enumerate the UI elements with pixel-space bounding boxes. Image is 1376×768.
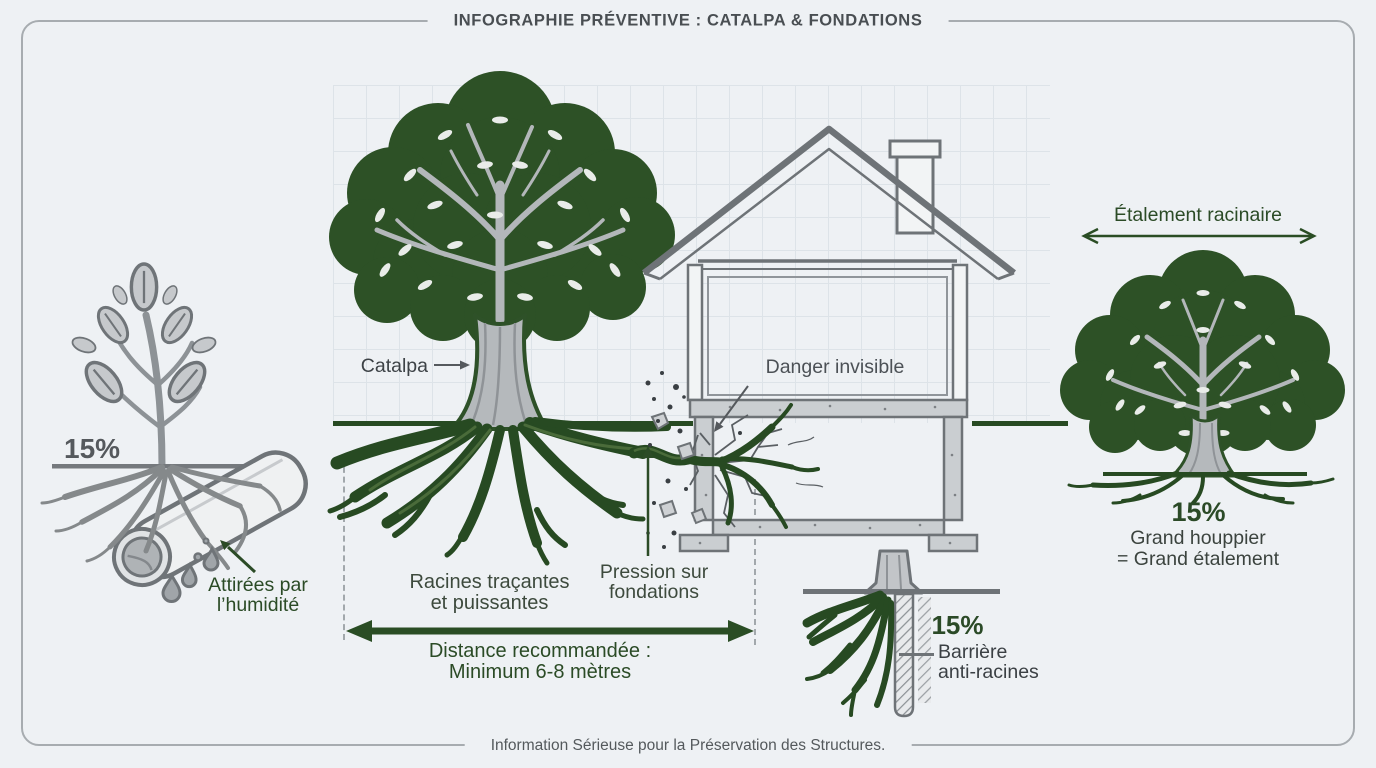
barrier-connector-line — [899, 653, 934, 656]
distance-arrow — [346, 620, 754, 642]
catalpa-tree-illustration — [327, 71, 675, 566]
spread-leaves — [1105, 290, 1300, 436]
spread-trunk — [1171, 413, 1237, 478]
wall-right — [951, 263, 969, 402]
page-footer: Information Sérieuse pour la Préservatio… — [464, 737, 912, 755]
ground-line-sapling — [52, 464, 280, 469]
water-pipe-icon — [112, 450, 308, 587]
spread-percent: 15% — [1171, 497, 1226, 527]
debris — [650, 411, 708, 525]
wall-left — [686, 263, 704, 402]
catalpa-label: Catalpa — [360, 355, 428, 377]
danger-pointer-arrow — [714, 385, 749, 432]
spread-tree-illustration — [1060, 250, 1345, 505]
catalpa-roots — [327, 417, 671, 566]
catalpa-pointer-arrow — [434, 360, 470, 370]
spread-label: Grand houppier = Grand étalement — [1116, 527, 1280, 571]
pressure-label: Pression sur fondations — [599, 561, 709, 604]
pressure-arrow — [642, 446, 654, 556]
page-title: INFOGRAPHIE PRÉVENTIVE : CATALPA & FONDA… — [427, 11, 949, 31]
deflected-roots — [802, 590, 895, 717]
foundation — [678, 398, 979, 553]
barrier-percent: 15% — [931, 610, 984, 640]
roots-label: Racines traçantes et puissantes — [409, 571, 570, 614]
barrier-strip-2 — [918, 597, 931, 703]
sapling-roots — [40, 464, 282, 570]
moisture-roots-illustration — [40, 262, 308, 603]
trunk-stub — [863, 549, 924, 595]
ground-line-right — [972, 421, 1068, 426]
root-spread-title: Étalement racinaire — [1114, 204, 1282, 226]
house-illustration — [628, 125, 1016, 553]
roof — [642, 125, 1016, 281]
moisture-label: Attirées par l’humidité — [208, 574, 308, 617]
catalpa-leaves — [374, 116, 631, 301]
moisture-arrow-icon — [220, 540, 257, 574]
ground-line-barrier — [803, 589, 1000, 594]
catalpa-branches — [374, 123, 626, 325]
chimney-icon — [888, 139, 942, 235]
root-spread-arrow — [1081, 227, 1317, 245]
sapling-leaves — [71, 262, 217, 404]
danger-label: Danger invisible — [765, 356, 905, 378]
dashed-guide-right — [754, 479, 756, 645]
water-drops-icon — [161, 537, 220, 603]
moisture-percent: 15% — [64, 433, 121, 464]
spread-roots — [1067, 470, 1335, 505]
root-barrier-illustration — [802, 549, 1000, 718]
barrier-label: Barrière anti-racines — [938, 641, 1039, 684]
distance-label: Distance recommandée : Minimum 6-8 mètre… — [428, 640, 652, 683]
dashed-guide-left — [343, 457, 345, 640]
interior-room — [707, 276, 948, 396]
